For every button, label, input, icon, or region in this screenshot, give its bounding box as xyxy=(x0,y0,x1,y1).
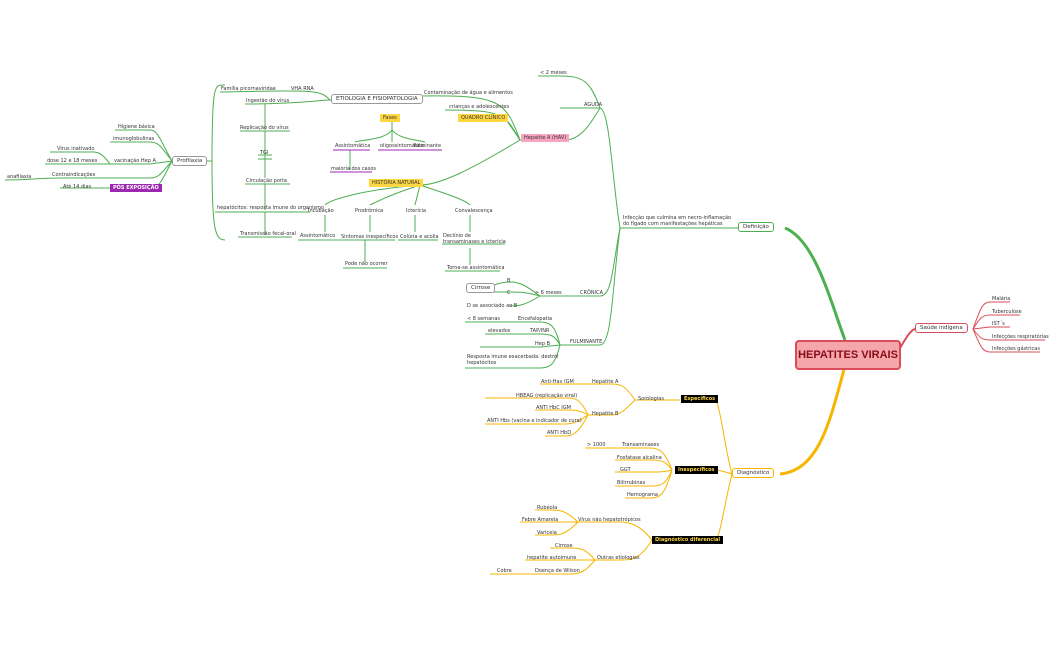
tap-text[interactable]: TAP/INR xyxy=(530,328,550,334)
imuno-text[interactable]: imunoglobulinas xyxy=(113,136,155,142)
hepb-text[interactable]: Hep B xyxy=(535,341,551,347)
autoimune-text[interactable]: hepatite autoimune xyxy=(527,555,577,561)
coluria-text[interactable]: Colúria e acolia xyxy=(400,234,439,240)
fases-tag[interactable]: Fases xyxy=(380,114,400,122)
transaminases-text[interactable]: Transaminases xyxy=(622,442,660,448)
anafilaxia-text[interactable]: anafilaxia xyxy=(7,174,32,180)
fulminante-duracao[interactable]: < 8 semanas xyxy=(467,316,501,322)
inespecificos-tag[interactable]: Inespecíficos xyxy=(675,466,718,474)
anti-hbd-text[interactable]: ANTI HbD xyxy=(547,430,572,436)
cobre-text[interactable]: Cobre xyxy=(497,568,512,574)
elevados-text[interactable]: elevados xyxy=(488,328,511,334)
nao-hepato-text[interactable]: Vírus não hepatotrópicos xyxy=(578,517,641,523)
saude-item[interactable]: Infecções respiratórias xyxy=(992,334,1049,340)
branch-saude-indigena-label[interactable]: Saúde indígena xyxy=(915,323,968,333)
hbeag-text[interactable]: HBEAG (replicação viral) xyxy=(516,393,578,399)
wilson-text[interactable]: Doença de Wilson xyxy=(535,568,580,574)
cronica-duracao[interactable]: > 6 meses xyxy=(535,290,562,296)
anti-hbc-text[interactable]: ANTI HbC IGM xyxy=(536,405,571,411)
resposta-text[interactable]: Resposta imune exacerbada: destrói xyxy=(467,354,559,360)
oligossintomatica-text[interactable]: oligossintomática xyxy=(380,143,424,149)
transmissao-text[interactable]: Transmissão fecal-oral xyxy=(240,231,296,237)
cirrose-dd-text[interactable]: Cirrose xyxy=(555,543,573,549)
branch-definicao xyxy=(784,226,847,341)
aguda-label[interactable]: AGUDA xyxy=(584,102,603,108)
branch-definicao-label[interactable]: Definição xyxy=(738,222,774,232)
quadro-clinico-tag[interactable]: QUADRO CLÍNICO xyxy=(458,114,509,122)
cirrose-box[interactable]: Cirrose xyxy=(466,283,496,293)
hepatocitos-text[interactable]: hepatócitos: resposta imune do organismo xyxy=(217,205,325,211)
familia-text[interactable]: Família picornaviridae xyxy=(221,86,276,92)
outras-text[interactable]: Outras etiologias xyxy=(597,555,640,561)
definicao-text: Infecção que culmina em necro-inflamação xyxy=(623,215,732,221)
cronica-d[interactable]: D se associado ao B xyxy=(467,303,518,309)
anti-hbs-text[interactable]: ANTI Hbs (vacina e indicador de cura) xyxy=(487,418,582,424)
hep-a-text[interactable]: Hepatite A xyxy=(592,379,619,385)
cronica-c[interactable]: C xyxy=(507,290,511,296)
historia-natural-tag[interactable]: HISTÓRIA NATURAL xyxy=(369,179,424,187)
fulminante-text[interactable]: fulminante xyxy=(414,143,442,149)
dose-text[interactable]: dose 12 e 18 meses xyxy=(47,158,98,164)
vacinacao-text[interactable]: vacinação Hep A xyxy=(114,158,156,164)
hemograma-text[interactable]: Hemograma xyxy=(627,492,658,498)
declinio-text[interactable]: Declínio de xyxy=(443,233,471,239)
tgi-text[interactable]: TGI xyxy=(260,150,269,156)
fulminante-label[interactable]: FULMINANTE xyxy=(570,339,603,345)
especificos-tag[interactable]: Específicos xyxy=(681,395,719,403)
incubacao-text[interactable]: Incubação xyxy=(308,208,334,214)
assintomatica-text[interactable]: Assintomática xyxy=(335,143,371,149)
saude-item[interactable]: Infecções gástricas xyxy=(992,346,1040,352)
sorologias-text[interactable]: Sorologias xyxy=(638,396,664,402)
contaminacao-text[interactable]: Contaminação de água e alimentos xyxy=(424,90,513,96)
maioria-text[interactable]: maioria dos casos xyxy=(331,166,376,172)
rubeola-text[interactable]: Rubéola xyxy=(537,505,558,511)
resposta-text[interactable]: hepatócitos xyxy=(467,360,497,366)
prodromica-text[interactable]: Prodrômica xyxy=(355,208,384,214)
sintomas-text[interactable]: Sintomas inespecíficos xyxy=(341,234,399,240)
varicela-text[interactable]: Varicela xyxy=(537,530,557,536)
saude-item[interactable]: Tuberculose xyxy=(992,309,1022,315)
saude-item[interactable]: IST´s xyxy=(992,321,1005,327)
torna-se-text[interactable]: Torna-se assintomática xyxy=(447,265,505,271)
hep-b-text[interactable]: Hepatite B xyxy=(592,411,619,417)
etiologia-box[interactable]: ETIOLOGIA E FISIOPATOLOGIA xyxy=(331,94,423,104)
aguda-duracao[interactable]: < 2 meses xyxy=(540,70,567,76)
higiene-text[interactable]: Higiene básica xyxy=(118,124,155,130)
maior1000-text[interactable]: > 1000 xyxy=(587,442,606,448)
circulacao-text[interactable]: Circulação porta xyxy=(246,178,287,184)
branch-diagnostico xyxy=(779,365,847,476)
definicao-text: do fígado com manifestações hepáticas xyxy=(623,221,723,227)
assintomatico-text[interactable]: Assintomático xyxy=(300,233,336,239)
diferencial-tag[interactable]: Diagnóstico diferencial xyxy=(652,536,724,544)
declinio-text[interactable]: transaminases e icterícia xyxy=(443,239,506,245)
central-topic[interactable]: HEPATITES VIRAIS xyxy=(795,340,901,370)
profilaxia-box[interactable]: Profilaxia xyxy=(172,156,208,166)
replicacao-text[interactable]: Replicação do vírus xyxy=(240,125,289,131)
ggt-text[interactable]: GGT xyxy=(620,467,631,473)
pos-exposicao-tag[interactable]: PÓS EXPOSIÇÃO xyxy=(110,184,162,192)
vha-text[interactable]: VHA RNA xyxy=(291,86,314,92)
ictericia-text[interactable]: Icterícia xyxy=(406,208,426,214)
convalescenca-text[interactable]: Convalescença xyxy=(455,208,493,214)
ate14-text[interactable]: Até 14 dias xyxy=(63,184,92,190)
saude-item[interactable]: Malária xyxy=(992,296,1011,302)
bilirrubinas-text[interactable]: Bilirrubinas xyxy=(617,480,646,486)
contraindicacoes-text[interactable]: Contraindicações xyxy=(52,172,96,178)
hepatite-a-tag[interactable]: Hepatite A (HAV) xyxy=(521,134,570,142)
pode-nao-text[interactable]: Pode não ocorrer xyxy=(345,261,388,267)
cronica-b[interactable]: B xyxy=(507,278,511,284)
febre-text[interactable]: Febre Amarela xyxy=(522,517,559,523)
anti-hav-text[interactable]: Anti-Hav IGM xyxy=(541,379,574,385)
cronica-label[interactable]: CRÔNICA xyxy=(580,290,604,296)
virus-inativado-text[interactable]: Vírus inativado xyxy=(57,146,95,152)
encefalopatia-text[interactable]: Encefalopatia xyxy=(518,316,553,322)
branch-diagnostico-label[interactable]: Diagnóstico xyxy=(732,468,775,478)
criancas-text[interactable]: crianças e adolescentes xyxy=(449,104,510,110)
fosfatase-text[interactable]: Fosfatase alcalina xyxy=(617,455,662,461)
ingestao-text[interactable]: Ingestão do vírus xyxy=(246,98,290,104)
